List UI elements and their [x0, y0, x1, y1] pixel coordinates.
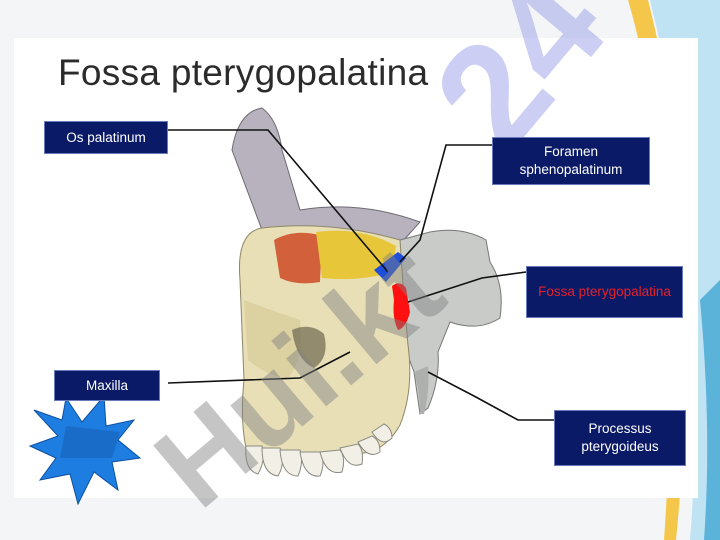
leader-foramen — [399, 144, 494, 263]
infraorbital-opening — [292, 326, 326, 368]
slide-title: Fossa pterygopalatina — [58, 52, 429, 93]
starburst-shade — [60, 426, 120, 458]
palatine-yellow-region — [316, 230, 396, 280]
right-accent-dark — [700, 280, 720, 540]
teeth — [245, 423, 393, 477]
label-foramen-sphenopalatinum: Foramen sphenopalatinum — [492, 137, 650, 185]
label-fossa-pterygopalatina: Fossa pterygopalatina — [526, 266, 683, 318]
leader-lines — [167, 129, 556, 421]
orbit-orange-region — [274, 232, 322, 284]
sphenoid-bone — [399, 229, 502, 415]
foramen-sphenopalatinum-region — [374, 252, 406, 282]
label-processus-pterygoideus: Processus pterygoideus — [554, 410, 686, 466]
leader-os-palatinum — [168, 129, 389, 273]
leader-maxilla — [167, 351, 351, 384]
leader-processus — [427, 371, 556, 421]
pterygoid-plate — [414, 366, 429, 414]
zygomatic-region — [244, 300, 302, 380]
fossa-pterygopalatina-region — [392, 283, 410, 330]
right-accent-blue — [650, 0, 720, 540]
leader-fossa — [407, 271, 527, 303]
label-os-palatinum: Os palatinum — [44, 121, 168, 154]
orbit-roof — [231, 107, 421, 243]
label-maxilla: Maxilla — [54, 370, 160, 401]
